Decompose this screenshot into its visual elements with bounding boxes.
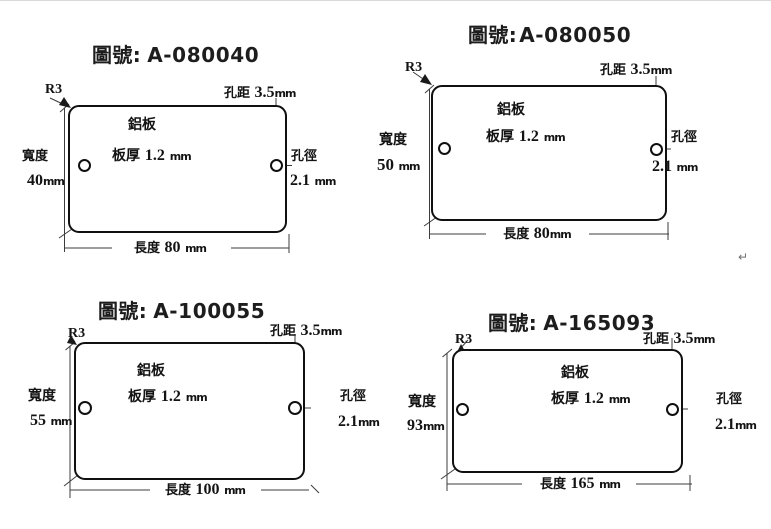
drawing-4-hole-dia-label: 孔徑 — [716, 392, 743, 407]
drawing-3-hole-dia-value: 2.1mm — [338, 413, 380, 430]
drawing-3-thickness-label: 板厚 1.2 mm — [128, 388, 208, 405]
drawing-4-corner-radius-label: R3 — [455, 332, 473, 347]
drawing-2-right-hole — [650, 143, 663, 156]
drawing-4-width-label: 寬度 — [408, 394, 436, 410]
drawing-2-title-prefix: 圖號: — [468, 23, 518, 47]
drawing-3-corner-radius-label: R3 — [68, 326, 86, 341]
drawing-3-hole-spacing-label: 孔距 3.5mm — [270, 322, 342, 339]
drawing-3-width-value: 55 mm — [30, 412, 72, 429]
drawing-3-left-hole — [78, 401, 92, 415]
drawing-4-number: A-165093 — [543, 311, 656, 335]
drawing-2-hole-dia-value: 2.1 mm — [652, 158, 698, 175]
drawing-2-title: 圖號:A-080050 — [468, 19, 631, 48]
drawing-4-title: 圖號:A-165093 — [488, 307, 655, 336]
drawing-4-material-label: 鋁板 — [561, 365, 589, 381]
drawing-4-hole-spacing-label: 孔距 3.5mm — [643, 330, 715, 347]
drawing-1-width-value: 40mm — [27, 172, 65, 189]
drawing-2-corner-radius-label: R3 — [405, 60, 423, 75]
drawing-3-width-label: 寬度 — [28, 388, 56, 404]
drawing-1-width-label: 寬度 — [22, 149, 49, 164]
drawing-2-length-label: 長度 80mm — [503, 225, 571, 242]
drawing-2-thickness-label: 板厚 1.2 mm — [486, 128, 566, 145]
drawing-4-plate-outline — [452, 349, 683, 473]
drawing-2-material-label: 鋁板 — [497, 102, 525, 118]
drawing-1-hole-dia-label: 孔徑 — [291, 149, 318, 164]
drawing-2-hole-dia-label: 孔徑 — [671, 130, 698, 145]
drawing-2-number: A-080050 — [519, 23, 632, 47]
drawing-2-width-label: 寬度 — [379, 132, 407, 148]
drawing-2-left-hole — [438, 142, 451, 155]
drawing-3-right-hole — [288, 401, 302, 415]
drawing-4-title-prefix: 圖號: — [488, 311, 538, 335]
drawing-3-title-prefix: 圖號: — [98, 299, 148, 323]
paragraph-return-mark: ↵ — [738, 250, 749, 264]
drawing-2-width-value: 50 mm — [377, 155, 420, 174]
drawing-1-material-label: 鋁板 — [128, 117, 156, 133]
drawing-4-width-value: 93mm — [407, 417, 445, 434]
drawing-3-plate-outline — [74, 342, 305, 480]
drawing-4-left-hole — [456, 403, 469, 416]
drawing-4-right-hole — [666, 403, 679, 416]
drawing-1-length-label: 長度 80 mm — [133, 239, 207, 256]
drawing-1-title-prefix: 圖號: — [92, 43, 142, 67]
drawing-1-left-hole — [78, 159, 91, 172]
drawing-1-plate-outline — [68, 105, 287, 233]
drawing-3-number: A-100055 — [153, 299, 266, 323]
drawing-2-hole-spacing-label: 孔距 3.5mm — [600, 61, 672, 78]
drawing-3-length-label: 長度 100 mm — [164, 481, 246, 498]
drawing-3-hole-dia-label: 孔徑 — [340, 389, 367, 404]
drawing-3-title: 圖號:A-100055 — [98, 295, 265, 324]
drawing-2-plate-outline — [431, 85, 667, 221]
drawing-1-number: A-080040 — [147, 43, 260, 67]
drawing-4-hole-dia-value: 2.1mm — [715, 416, 757, 433]
drawing-3-material-label: 鋁板 — [137, 363, 165, 379]
drawing-1-hole-dia-value: 2.1 mm — [290, 172, 336, 189]
drawing-1-title: 圖號:A-080040 — [92, 39, 259, 68]
drawing-1-thickness-label: 板厚 1.2 mm — [112, 147, 192, 164]
drawing-1-right-hole — [270, 159, 283, 172]
drawing-1-corner-radius-label: R3 — [45, 82, 63, 97]
drawing-4-length-label: 長度 165 mm — [539, 475, 621, 492]
drawing-4-thickness-label: 板厚 1.2 mm — [551, 390, 631, 407]
drawing-1-hole-spacing-label: 孔距 3.5mm — [224, 84, 296, 101]
